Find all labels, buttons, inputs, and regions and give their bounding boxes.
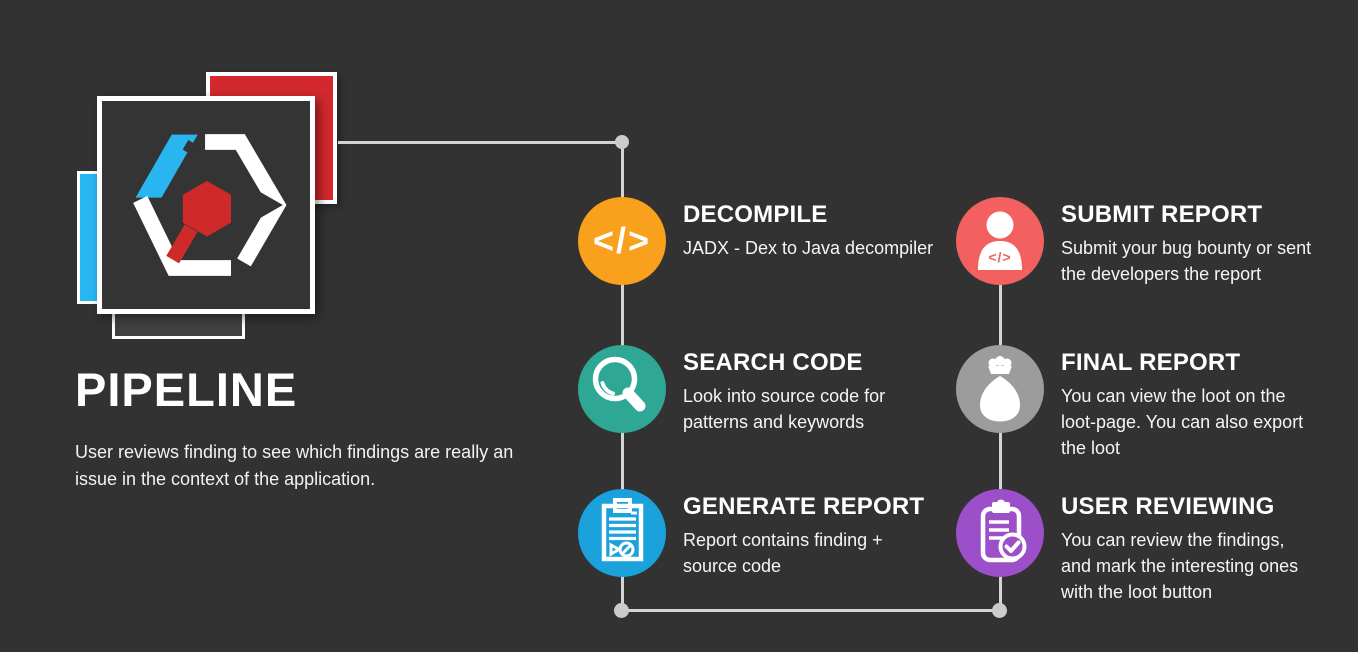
connector-node-bottom-left xyxy=(614,603,629,618)
step-title: SUBMIT REPORT xyxy=(1061,201,1263,228)
generate-report-step-circle xyxy=(578,489,666,577)
step-desc-line: You can review the findings, xyxy=(1061,530,1285,551)
final-report-step-circle xyxy=(956,345,1044,433)
submit-report-step-circle: </> xyxy=(956,197,1044,285)
step-desc-line: patterns and keywords xyxy=(683,412,865,433)
step-generate-report: GENERATE REPORT Report contains finding … xyxy=(578,489,924,579)
page-title: PIPELINE xyxy=(75,363,298,416)
step-user-reviewing: USER REVIEWING You can review the findin… xyxy=(956,489,1298,605)
step-title: FINAL REPORT xyxy=(1061,349,1241,376)
connector-node-top xyxy=(615,135,629,149)
step-final-report: FINAL REPORT You can view the loot on th… xyxy=(956,345,1303,461)
person-chest-code-glyph: </> xyxy=(988,249,1012,265)
user-reviewing-step-circle xyxy=(956,489,1044,577)
code-icon: </> xyxy=(592,220,652,261)
decompile-step-circle: </> xyxy=(578,197,666,285)
connector-logo-to-column xyxy=(338,141,623,144)
person-code-icon xyxy=(978,211,1022,270)
step-decompile: </> DECOMPILE JADX - Dex to Java decompi… xyxy=(578,197,933,285)
logo-gray-bar xyxy=(112,310,245,339)
step-desc-line: and mark the interesting ones xyxy=(1061,556,1299,577)
step-title: GENERATE REPORT xyxy=(683,493,925,520)
step-desc-line: loot-page. You can also export xyxy=(1061,412,1304,433)
step-submit-report: </> SUBMIT REPORT Submit your bug bounty… xyxy=(956,197,1311,287)
step-title: SEARCH CODE xyxy=(683,349,863,376)
step-desc-line: JADX - Dex to Java decompiler xyxy=(683,238,934,259)
step-desc-line: the loot xyxy=(1061,438,1121,459)
step-desc-line: with the loot button xyxy=(1061,582,1213,603)
step-desc-line: Submit your bug bounty or sent xyxy=(1061,238,1312,259)
step-title: DECOMPILE xyxy=(683,201,828,228)
page-description: User reviews finding to see which findin… xyxy=(75,439,513,493)
search-step-circle xyxy=(578,345,666,433)
step-title: USER REVIEWING xyxy=(1061,493,1275,520)
step-search-code: SEARCH CODE Look into source code for pa… xyxy=(578,345,885,435)
step-desc-line: the developers the report xyxy=(1061,264,1262,285)
hexagon-code-logo-icon xyxy=(133,134,287,276)
step-desc-line: Look into source code for xyxy=(683,386,886,407)
step-desc-line: You can view the loot on the xyxy=(1061,386,1286,407)
step-desc-line: source code xyxy=(683,556,782,577)
title-block: PIPELINE User reviews finding to see whi… xyxy=(75,366,513,493)
step-desc-line: Report contains finding + xyxy=(683,530,883,551)
search-icon xyxy=(592,356,646,412)
loot-bag-icon xyxy=(980,356,1020,422)
page-description-line: issue in the context of the application. xyxy=(75,469,376,489)
clipboard-check-icon xyxy=(980,499,1027,563)
connector-node-bottom-right xyxy=(992,603,1007,618)
page-description-line: User reviews finding to see which findin… xyxy=(75,442,514,462)
logo-main-square xyxy=(97,96,315,314)
connector-bottom xyxy=(621,609,1002,612)
report-clipboard-icon xyxy=(601,498,644,562)
